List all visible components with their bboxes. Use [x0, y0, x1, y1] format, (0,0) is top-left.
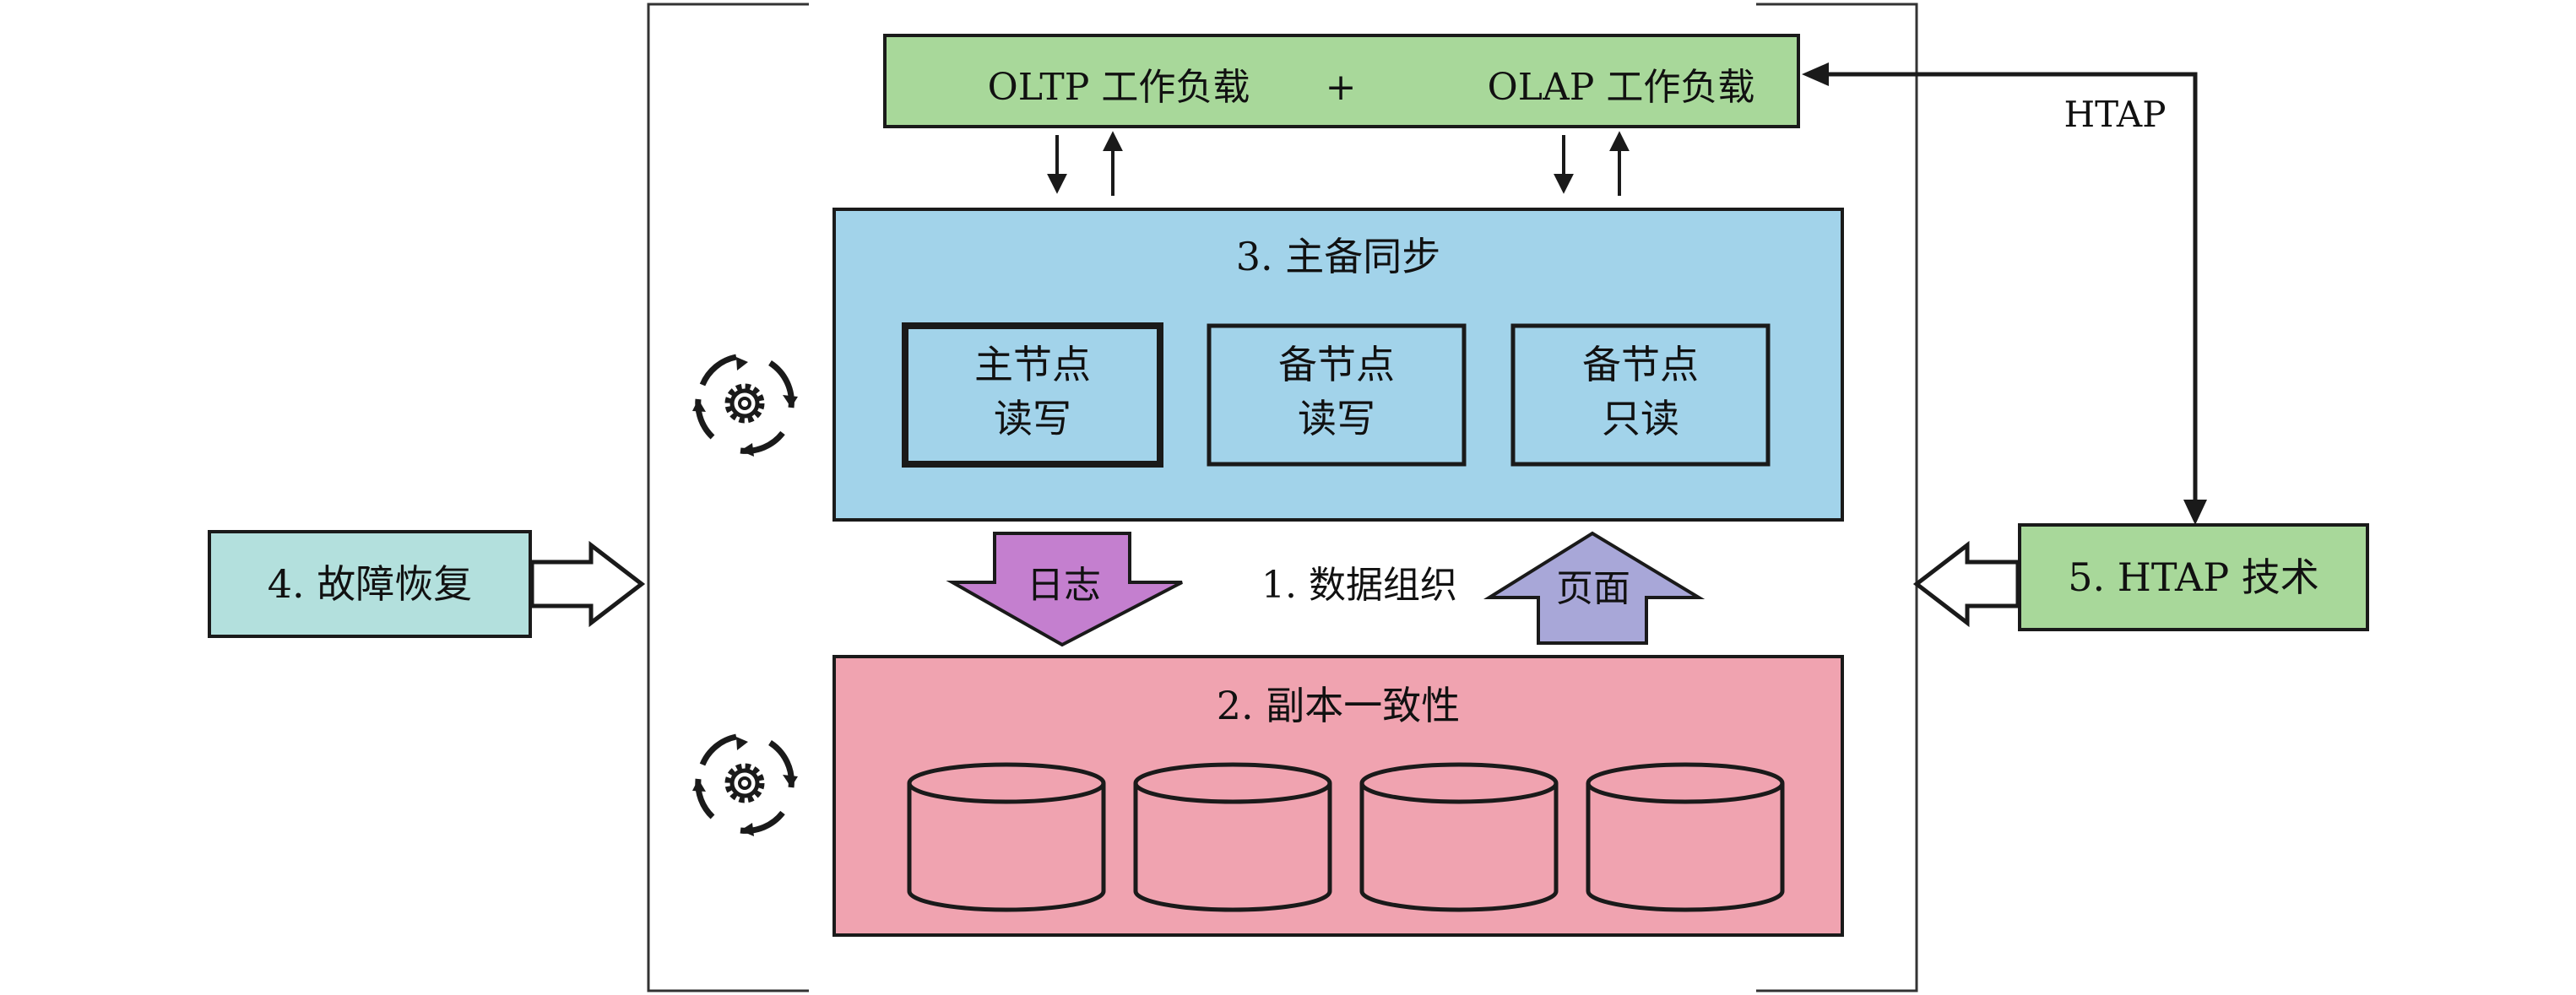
htap-tech-arrow [1912, 540, 2020, 628]
fault-recovery-arrow [529, 540, 646, 628]
page-arrow-label: 页面 [1556, 567, 1630, 610]
left-bracket [647, 3, 809, 992]
plus-sign: + [1326, 66, 1357, 109]
standby-node-rw-box [1207, 323, 1467, 467]
cycle-gear-icon [692, 737, 798, 836]
log-arrow-label: 日志 [1027, 564, 1101, 607]
replica-cylinder [907, 762, 1106, 912]
htap-arrowhead-left [1802, 62, 1829, 86]
primary-node-mode: 读写 [994, 396, 1071, 441]
oltp-workload-label: OLTP 工作负载 [988, 66, 1250, 109]
htap-link-label: HTAP [2064, 94, 2167, 135]
fault-recovery-box [208, 530, 532, 638]
olap-workload-label: OLAP 工作负载 [1488, 66, 1755, 109]
right-bracket [1756, 3, 1918, 992]
htap-arrowhead-down [2183, 500, 2207, 525]
standby-node-rw-mode: 读写 [1298, 396, 1375, 441]
standby-node-ro-mode: 只读 [1602, 396, 1679, 441]
standby-node-ro-name: 备节点 [1582, 342, 1699, 387]
htap-tech-box [2018, 523, 2369, 631]
standby-node-rw-name: 备节点 [1278, 342, 1395, 387]
htap-connector-line [1807, 72, 2198, 516]
replica-block-title: 2. 副本一致性 [1217, 683, 1461, 728]
page-up-arrow [1483, 531, 1706, 645]
primary-node-name: 主节点 [974, 342, 1091, 387]
sync-block-title: 3. 主备同步 [1236, 234, 1441, 279]
data-organization-label: 1. 数据组织 [1261, 564, 1457, 607]
replica-cylinder [1359, 762, 1559, 912]
cycle-gear-icon [692, 357, 798, 457]
workload-bar [883, 34, 1800, 128]
standby-node-ro-box [1510, 323, 1771, 467]
primary-node-box [902, 322, 1163, 468]
replica-cylinder [1133, 762, 1332, 912]
replica-cylinder [1586, 762, 1785, 912]
fault-recovery-label: 4. 故障恢复 [268, 561, 473, 607]
htap-tech-label: 5. HTAP 技术 [2068, 554, 2319, 600]
log-down-arrow [946, 532, 1183, 647]
